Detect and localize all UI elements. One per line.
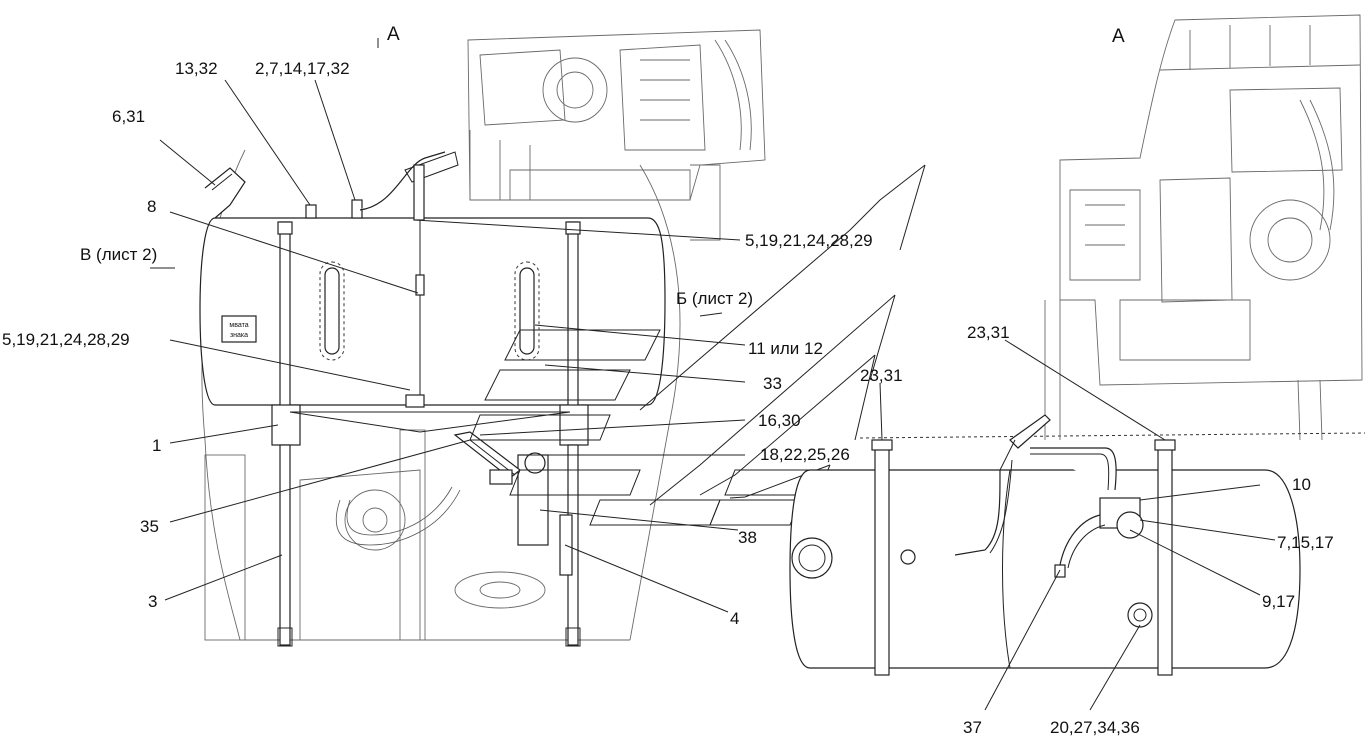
ref-b-sheet: В (лист 2)	[80, 245, 157, 264]
ref-b2-sheet: Б (лист 2)	[676, 289, 753, 308]
callout-6-31: 6,31	[112, 107, 145, 126]
callout-5-19-top: 5,19,21,24,28,29	[745, 231, 873, 250]
chassis-background	[201, 149, 681, 641]
callout-35: 35	[140, 517, 159, 536]
callout-2-7-14-17-32: 2,7,14,17,32	[255, 59, 350, 78]
callout-20-27-34-36: 20,27,34,36	[1050, 718, 1140, 737]
labels: А А В (лист 2) Б (лист 2) 13,32 2,7,14,1…	[2, 24, 1334, 737]
callout-5-19-left: 5,19,21,24,28,29	[2, 330, 130, 349]
callout-13-32: 13,32	[175, 59, 218, 78]
callout-23-31-a: 23,31	[860, 366, 903, 385]
view-label-a-right: А	[1112, 26, 1125, 47]
callout-11-or-12: 11 или 12	[748, 339, 823, 358]
section-hatch-marks	[469, 164, 926, 526]
callout-4: 4	[730, 609, 739, 628]
callout-10: 10	[1292, 475, 1311, 494]
engine-background-left	[467, 29, 766, 241]
tank-plate-line1: мвата	[229, 322, 248, 329]
fuel-tank-right	[789, 414, 1301, 676]
tank-plate-line2: знака	[230, 332, 248, 339]
callout-37: 37	[963, 718, 982, 737]
chassis-rail-right	[859, 432, 1366, 439]
callout-1: 1	[152, 436, 161, 455]
callout-7-15-17: 7,15,17	[1277, 533, 1334, 552]
callout-16-30: 16,30	[758, 411, 801, 430]
callout-33: 33	[763, 374, 782, 393]
callout-38: 38	[738, 528, 757, 547]
callout-3: 3	[148, 592, 157, 611]
engine-background-right	[1059, 14, 1363, 441]
callout-8: 8	[147, 197, 156, 216]
callout-9-17: 9,17	[1262, 592, 1295, 611]
view-label-a-top: А	[387, 24, 400, 45]
callout-23-31-b: 23,31	[967, 323, 1010, 342]
fuel-tank-left: мвата знака	[199, 151, 666, 647]
leader-lines	[150, 38, 1276, 711]
callout-18-22-25-26: 18,22,25,26	[760, 445, 850, 464]
